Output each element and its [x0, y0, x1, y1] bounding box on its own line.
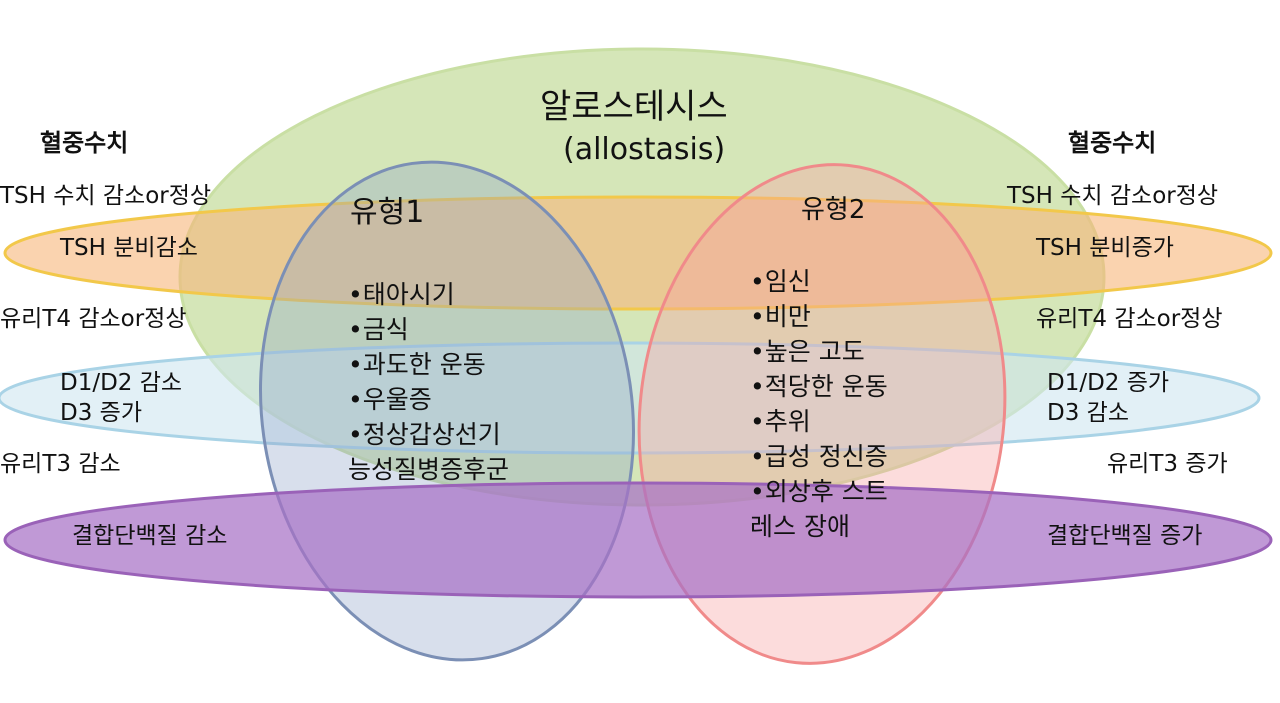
type1-item: •과도한 운동 — [348, 350, 486, 379]
tsh-band-ellipse — [3, 195, 1273, 311]
type1-item: •태아시기 — [348, 280, 455, 309]
right-heading: 혈중수치 — [1068, 129, 1157, 157]
left-free-t4: 유리T4 감소or정상 — [0, 306, 187, 332]
type2-item: •비만 — [750, 302, 811, 331]
type2-item: •급성 정신증 — [750, 442, 888, 471]
type1-list: •태아시기 •금식 •과도한 운동 •우울증 •정상갑상선기 능성질병증후군 — [348, 277, 509, 487]
type2-item: 레스 장애 — [750, 512, 850, 541]
type2-title: 유형2 — [801, 195, 866, 225]
right-tsh-level: TSH 수치 감소or정상 — [1007, 183, 1219, 209]
left-d3: D3 증가 — [60, 400, 142, 426]
right-d1d2: D1/D2 증가 — [1047, 370, 1170, 396]
right-binding-protein: 결합단백질 증가 — [1047, 523, 1203, 549]
allostasis-title: 알로스테시스 — [540, 87, 728, 127]
type1-item: •정상갑상선기 — [348, 420, 501, 449]
left-d1d2: D1/D2 감소 — [60, 370, 183, 396]
type2-item: •적당한 운동 — [750, 372, 888, 401]
right-free-t4: 유리T4 감소or정상 — [1036, 306, 1223, 332]
type2-item: •임신 — [750, 267, 811, 296]
type1-item: •금식 — [348, 315, 409, 344]
right-tsh-secretion: TSH 분비증가 — [1036, 235, 1174, 261]
right-d3: D3 감소 — [1047, 400, 1129, 426]
left-binding-protein: 결합단백질 감소 — [72, 523, 228, 549]
type2-item: •외상후 스트 — [750, 477, 888, 506]
type1-item: •우울증 — [348, 385, 432, 414]
left-heading: 혈중수치 — [40, 129, 129, 157]
type2-item: •높은 고도 — [750, 337, 865, 366]
binding-protein-band-ellipse — [3, 481, 1273, 599]
deiodinase-band-ellipse — [0, 341, 1261, 455]
right-free-t3: 유리T3 증가 — [1107, 451, 1228, 477]
allostasis-subtitle: (allostasis) — [563, 132, 726, 167]
type2-item: •추위 — [750, 407, 811, 436]
type1-title: 유형1 — [350, 195, 425, 230]
left-free-t3: 유리T3 감소 — [0, 451, 121, 477]
type2-list: •임신 •비만 •높은 고도 •적당한 운동 •추위 •급성 정신증 •외상후 … — [750, 264, 888, 544]
left-tsh-secretion: TSH 분비감소 — [60, 235, 198, 261]
left-tsh-level: TSH 수치 감소or정상 — [0, 183, 212, 209]
type1-item: 능성질병증후군 — [348, 455, 510, 484]
